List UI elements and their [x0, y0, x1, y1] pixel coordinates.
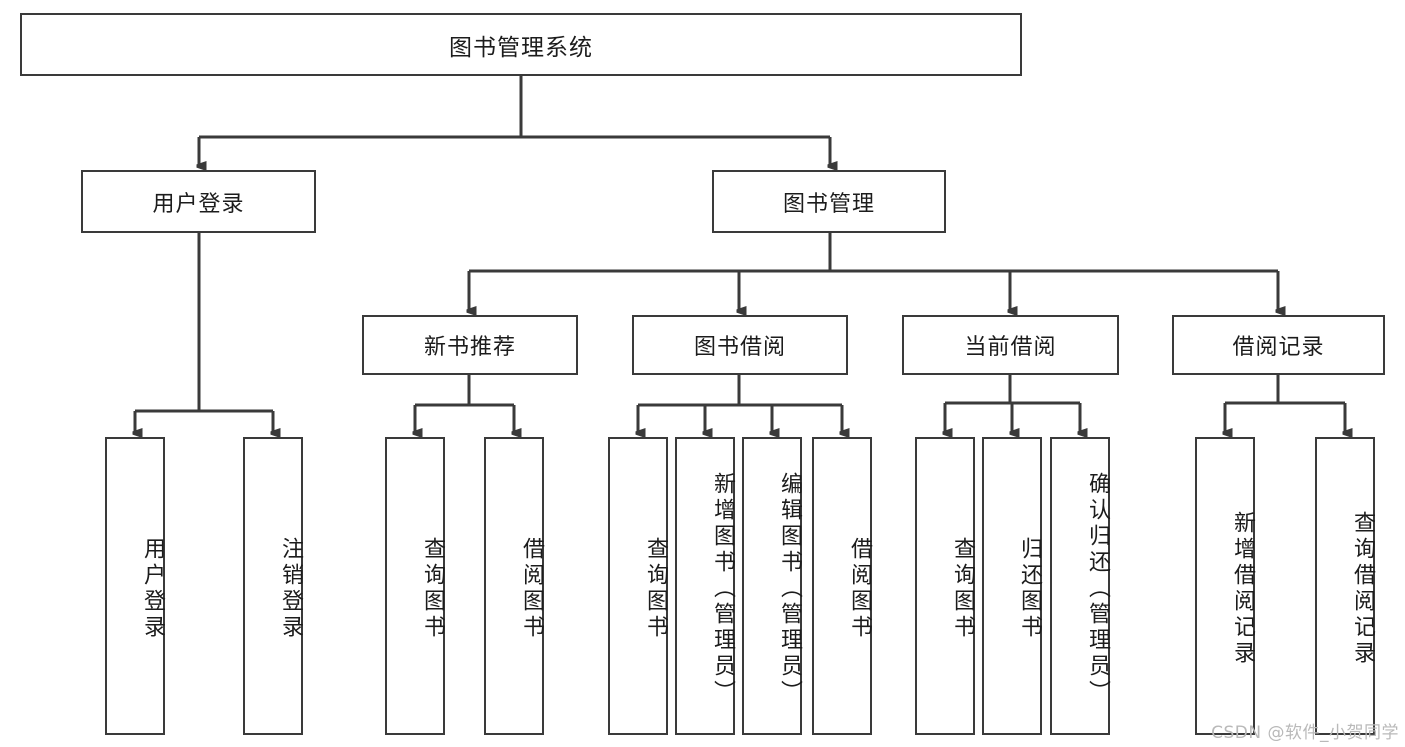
leaf-label: 确认归还（管理员） [1085, 472, 1110, 706]
node-book-borrow[interactable]: 图书借阅 [632, 315, 848, 375]
node-new-book-recommend[interactable]: 新书推荐 [362, 315, 578, 375]
leaf-current-borrow-query[interactable]: 查询图书 [915, 437, 975, 735]
leaf-label: 编辑图书（管理员） [777, 472, 802, 706]
leaf-current-borrow-return[interactable]: 归还图书 [982, 437, 1042, 735]
leaf-new-book-borrow[interactable]: 借阅图书 [484, 437, 544, 735]
leaf-label: 新增图书（管理员） [710, 472, 735, 706]
leaf-book-borrow-lend[interactable]: 借阅图书 [812, 437, 872, 735]
leaf-label: 查询借阅记录 [1350, 511, 1375, 667]
node-book-management[interactable]: 图书管理 [712, 170, 946, 233]
leaf-borrow-record-add[interactable]: 新增借阅记录 [1195, 437, 1255, 735]
node-root-system[interactable]: 图书管理系统 [20, 13, 1022, 76]
leaf-new-book-query[interactable]: 查询图书 [385, 437, 445, 735]
leaf-book-borrow-add[interactable]: 新增图书（管理员） [675, 437, 735, 735]
node-user-login[interactable]: 用户登录 [81, 170, 316, 233]
leaf-user-login-signout[interactable]: 注销登录 [243, 437, 303, 735]
leaf-label: 查询图书 [950, 537, 975, 641]
leaf-label: 查询图书 [420, 537, 445, 641]
leaf-label: 用户登录 [140, 537, 165, 641]
leaf-book-borrow-edit[interactable]: 编辑图书（管理员） [742, 437, 802, 735]
leaf-label: 注销登录 [278, 537, 303, 641]
leaf-current-borrow-confirm[interactable]: 确认归还（管理员） [1050, 437, 1110, 735]
leaf-book-borrow-query[interactable]: 查询图书 [608, 437, 668, 735]
leaf-user-login-signin[interactable]: 用户登录 [105, 437, 165, 735]
node-current-borrow[interactable]: 当前借阅 [902, 315, 1119, 375]
leaf-label: 借阅图书 [847, 537, 872, 641]
node-borrow-record[interactable]: 借阅记录 [1172, 315, 1385, 375]
leaf-label: 查询图书 [643, 537, 668, 641]
leaf-borrow-record-query[interactable]: 查询借阅记录 [1315, 437, 1375, 735]
leaf-label: 新增借阅记录 [1230, 511, 1255, 667]
leaf-label: 归还图书 [1017, 537, 1042, 641]
leaf-label: 借阅图书 [519, 537, 544, 641]
